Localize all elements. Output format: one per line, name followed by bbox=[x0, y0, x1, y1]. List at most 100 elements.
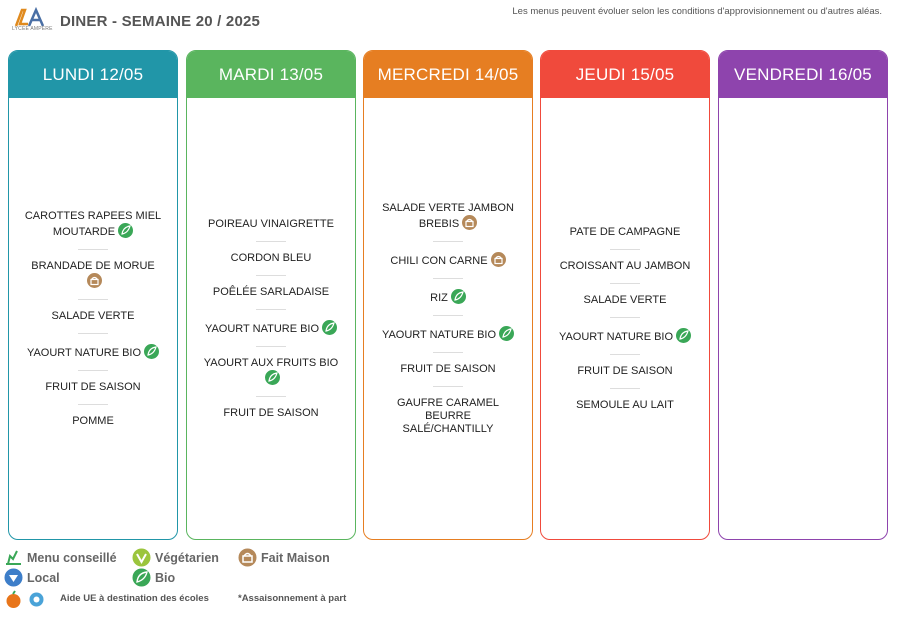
item-separator bbox=[610, 387, 640, 389]
legend-menu-conseille: Menu conseillé bbox=[4, 548, 117, 567]
menu-item-text: GAUFRE CARAMEL BEURRE bbox=[396, 396, 500, 422]
legend-local: Local bbox=[4, 568, 60, 587]
item-separator bbox=[78, 248, 108, 250]
menu-item: CHILI CON CARNE bbox=[384, 251, 511, 268]
menu-item-text: SALÉ/CHANTILLY bbox=[402, 422, 494, 435]
item-separator bbox=[610, 248, 640, 250]
item-separator bbox=[433, 314, 463, 316]
item-separator bbox=[433, 385, 463, 387]
item-separator bbox=[256, 308, 286, 310]
menu-item: PATE DE CAMPAGNE bbox=[564, 226, 687, 239]
day-header-lundi: LUNDI 12/05 bbox=[9, 51, 177, 98]
legend-label: Végétarien bbox=[155, 550, 219, 565]
menu-item-text: BREBIS bbox=[418, 217, 460, 230]
menu-item-text: YAOURT NATURE BIO bbox=[381, 328, 497, 341]
item-separator bbox=[433, 240, 463, 242]
menu-item: POIREAU VINAIGRETTE bbox=[202, 218, 340, 231]
page-title: DINER - SEMAINE 20 / 2025 bbox=[60, 13, 261, 30]
day-column-vendredi: VENDREDI 16/05 bbox=[718, 50, 888, 540]
menu-item-text: SEMOULE AU LAIT bbox=[576, 398, 674, 411]
item-separator bbox=[78, 369, 108, 371]
menu-item: YAOURT NATURE BIO bbox=[553, 327, 697, 344]
menu-item: CROISSANT AU JAMBON bbox=[554, 260, 697, 273]
bio-icon bbox=[450, 288, 466, 304]
legend-aide-ue-icons bbox=[4, 590, 50, 609]
menu-item-text: FRUIT DE SAISON bbox=[45, 380, 141, 393]
day-header-vendredi: VENDREDI 16/05 bbox=[719, 51, 887, 98]
item-separator bbox=[610, 353, 640, 355]
bio-icon bbox=[144, 343, 160, 359]
day-header-jeudi: JEUDI 15/05 bbox=[541, 51, 709, 98]
menu-item-text: POÊLÉE SARLADAISE bbox=[212, 285, 330, 298]
menu-item: FRUIT DE SAISON bbox=[394, 363, 501, 376]
menu-item: POMME bbox=[66, 415, 120, 428]
menu-item: RIZ bbox=[424, 288, 472, 305]
menu-item: CORDON BLEU bbox=[225, 252, 318, 265]
bio-icon bbox=[132, 568, 151, 587]
fait-maison-icon bbox=[490, 251, 506, 267]
day-items-jeudi: PATE DE CAMPAGNE CROISSANT AU JAMBON SALAD… bbox=[541, 98, 709, 539]
menu-item-text: SALADE VERTE JAMBON bbox=[382, 201, 514, 214]
menu-item-text: CROISSANT AU JAMBON bbox=[559, 259, 691, 272]
menu-item: BRANDADE DE MORUE bbox=[17, 260, 169, 289]
bio-icon bbox=[265, 369, 280, 385]
menu-item-text: CORDON BLEU bbox=[230, 251, 312, 264]
day-items-vendredi bbox=[719, 98, 887, 539]
day-header-mardi: MARDI 13/05 bbox=[187, 51, 355, 98]
legend-label: Bio bbox=[155, 570, 176, 585]
menu-item-text: PATE DE CAMPAGNE bbox=[569, 225, 681, 238]
menu-item: FRUIT DE SAISON bbox=[39, 381, 146, 394]
day-items-mercredi: SALADE VERTE JAMBON BREBIS CHILI CON CARNE… bbox=[364, 98, 532, 539]
fait-maison-icon bbox=[238, 548, 257, 567]
item-separator bbox=[78, 332, 108, 334]
menu-item-text: BRANDADE DE MORUE bbox=[31, 259, 155, 272]
legend-fait-maison: Fait Maison bbox=[238, 548, 330, 567]
menu-item: FRUIT DE SAISON bbox=[571, 365, 678, 378]
item-separator bbox=[610, 316, 640, 318]
fruit-basket-icon bbox=[4, 590, 23, 609]
legend-bio: Bio bbox=[132, 568, 175, 587]
bio-icon bbox=[676, 327, 692, 343]
menu-item: YAOURT NATURE BIO bbox=[21, 343, 165, 360]
menu-item: FRUIT DE SAISON bbox=[217, 407, 324, 420]
item-separator bbox=[433, 277, 463, 279]
menu-item-text: YAOURT NATURE BIO bbox=[26, 346, 142, 359]
menu-item-text: YAOURT AUX FRUITS BIO bbox=[203, 356, 339, 369]
fait-maison-icon bbox=[462, 214, 478, 230]
item-separator bbox=[610, 282, 640, 284]
menu-item: SALADE VERTE bbox=[46, 310, 141, 323]
menu-item-text: CAROTTES RAPEES MIEL bbox=[24, 209, 162, 222]
local-icon bbox=[4, 568, 23, 587]
menu-item-text: POMME bbox=[72, 414, 114, 427]
bio-icon bbox=[118, 222, 134, 238]
day-items-mardi: POIREAU VINAIGRETTE CORDON BLEU POÊLÉE SAR… bbox=[187, 98, 355, 539]
menu-item-text: YAOURT NATURE BIO bbox=[204, 322, 320, 335]
menu-item-text: YAOURT NATURE BIO bbox=[558, 330, 674, 343]
bio-icon bbox=[499, 325, 515, 341]
item-separator bbox=[256, 345, 286, 347]
milk-icon bbox=[27, 590, 46, 609]
day-column-jeudi: JEUDI 15/05 PATE DE CAMPAGNE CROISSANT AU… bbox=[540, 50, 710, 540]
legend-label: Fait Maison bbox=[261, 550, 330, 565]
item-separator bbox=[256, 395, 286, 397]
day-column-mercredi: MERCREDI 14/05 SALADE VERTE JAMBON BREBIS… bbox=[363, 50, 533, 540]
menu-item-text: SALADE VERTE bbox=[583, 293, 667, 306]
bio-icon bbox=[322, 319, 338, 335]
menu-item: POÊLÉE SARLADAISE bbox=[207, 286, 335, 299]
day-header-mercredi: MERCREDI 14/05 bbox=[364, 51, 532, 98]
day-column-mardi: MARDI 13/05 POIREAU VINAIGRETTE CORDON BL… bbox=[186, 50, 356, 540]
menu-item: YAOURT NATURE BIO bbox=[199, 319, 343, 336]
menu-item: SALADE VERTE JAMBON BREBIS bbox=[376, 202, 520, 231]
menu-item: SALADE VERTE bbox=[578, 294, 673, 307]
menu-item: YAOURT AUX FRUITS BIO bbox=[195, 357, 347, 386]
legend-label: Menu conseillé bbox=[27, 550, 117, 565]
legend-assaisonnement: *Assaisonnement à part bbox=[238, 593, 347, 604]
menu-item: YAOURT NATURE BIO bbox=[376, 325, 520, 342]
item-separator bbox=[78, 403, 108, 405]
legend-label: Local bbox=[27, 570, 60, 585]
page-header: LYCÉE AMPÈRE DINER - SEMAINE 20 / 2025 L… bbox=[0, 0, 900, 44]
